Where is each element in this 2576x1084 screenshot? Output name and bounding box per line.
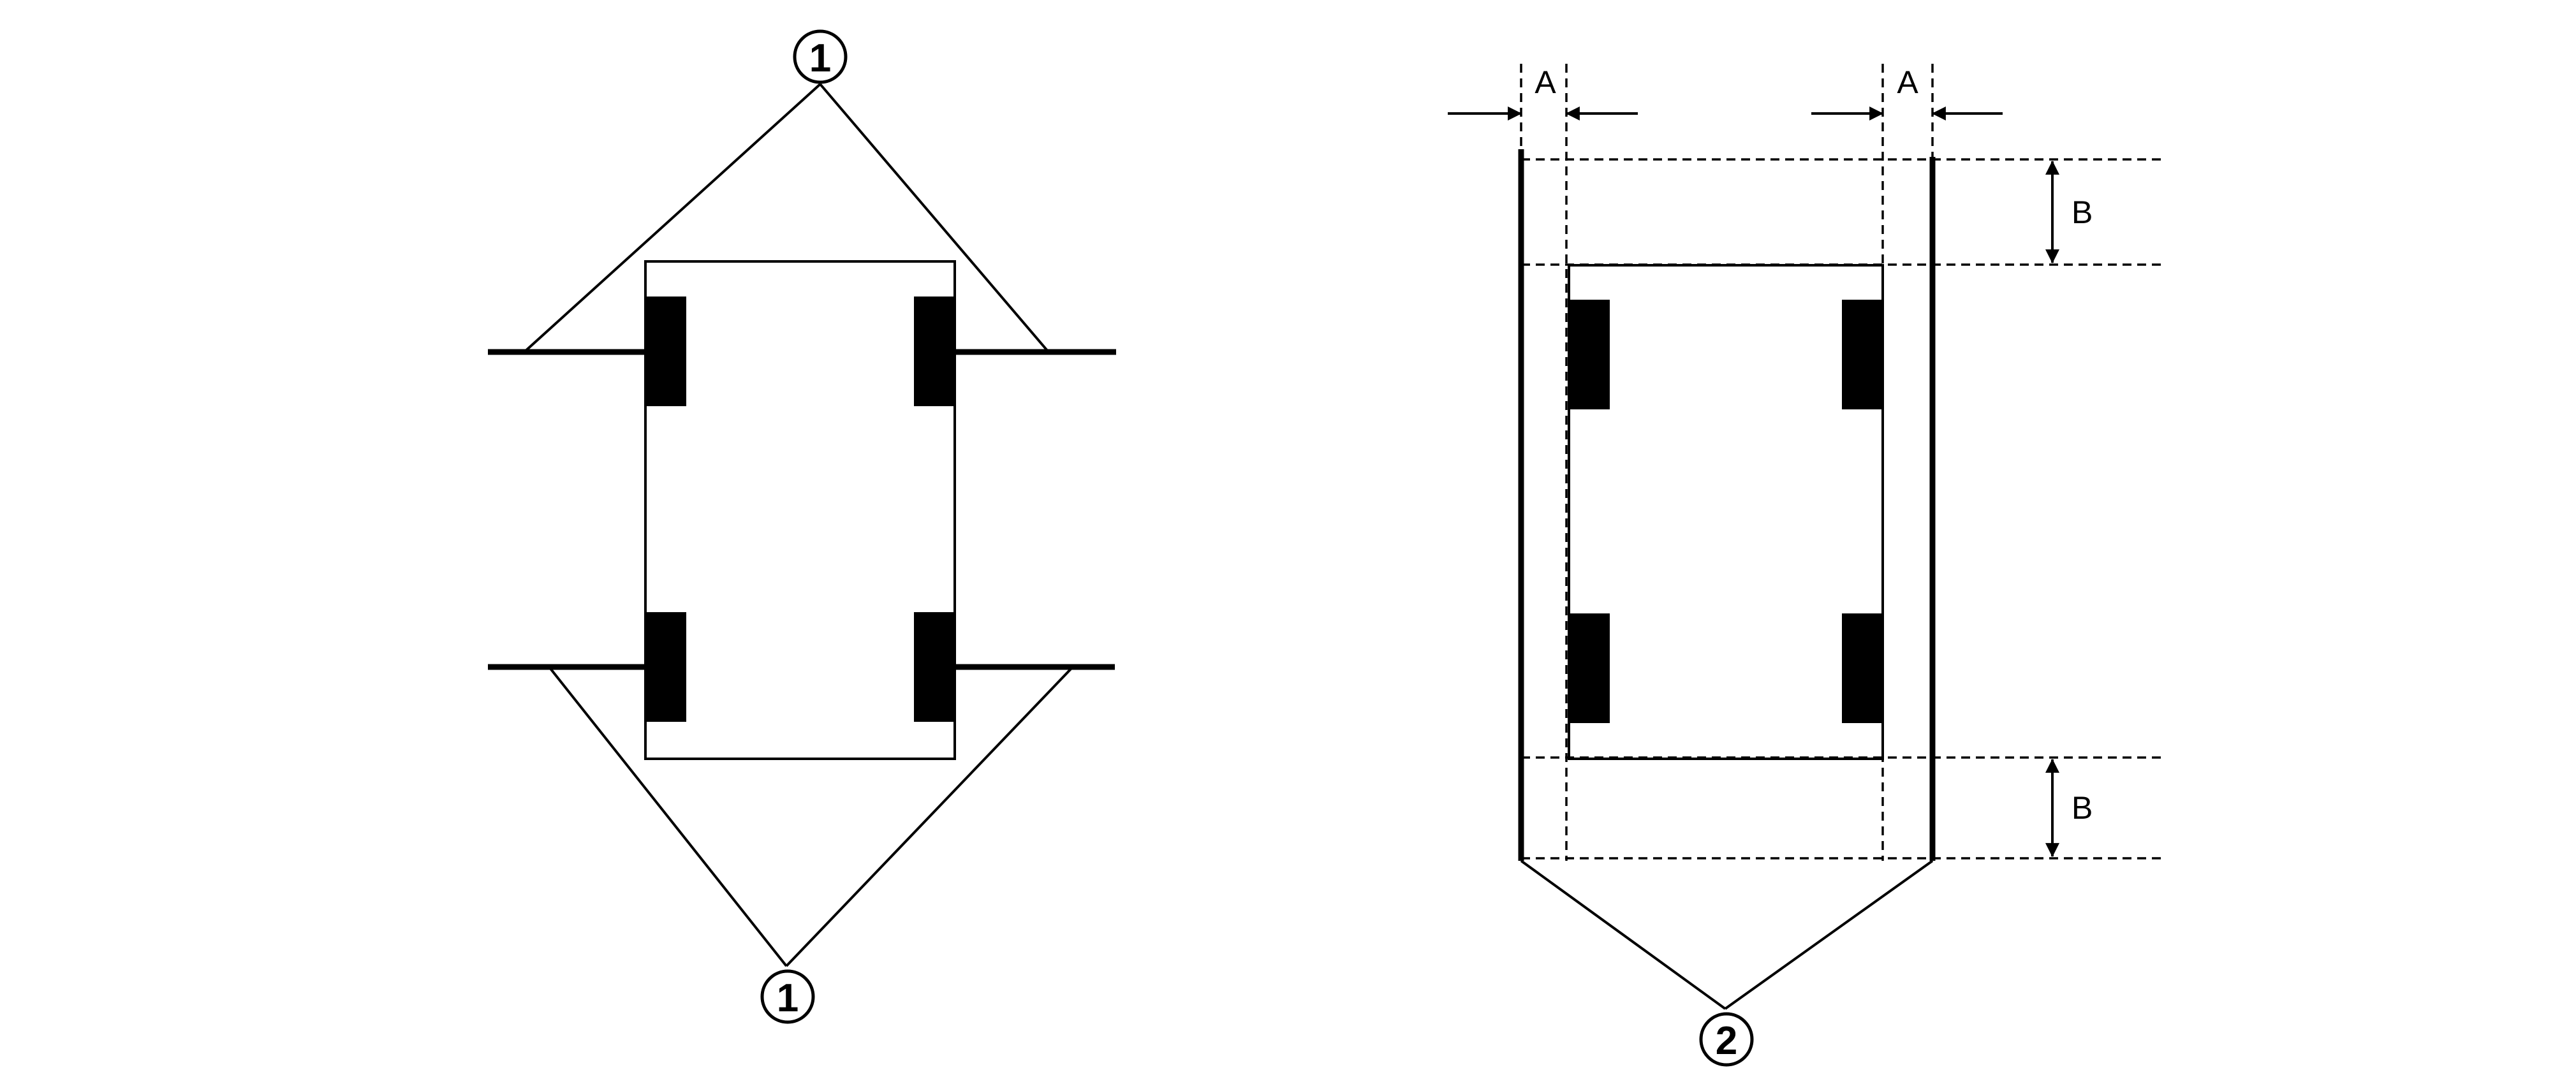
callout-number: 1	[777, 976, 799, 1020]
dimension-label-b-top: B	[2072, 194, 2093, 230]
leader-line	[548, 666, 788, 967]
left-vehicle-body	[644, 260, 956, 760]
dimension-label-b-bottom: B	[2072, 790, 2093, 826]
right-rear-right-wheel	[1842, 613, 1883, 723]
leader-line	[1520, 860, 1726, 1010]
right-vehicle-diagram: A A B B 2	[1448, 64, 2162, 1067]
left-vehicle-diagram: 1 1	[488, 29, 1116, 1024]
leader-line	[819, 83, 1050, 353]
right-front-left-wheel	[1569, 300, 1610, 409]
callout-2: 2	[1699, 1012, 1754, 1067]
right-rear-left-wheel	[1569, 613, 1610, 723]
callout-number: 1	[809, 36, 831, 80]
left-front-left-wheel	[645, 297, 686, 406]
callout-1-bottom: 1	[760, 969, 815, 1024]
left-rear-left-wheel	[645, 612, 686, 722]
leader-line	[1724, 860, 1934, 1010]
dimension-label-a-right: A	[1897, 64, 1918, 100]
left-front-right-wheel	[914, 297, 955, 406]
leader-line	[523, 83, 821, 353]
callout-number: 2	[1716, 1019, 1737, 1063]
right-vehicle-body	[1568, 264, 1884, 760]
callout-1-top: 1	[793, 29, 848, 84]
left-rear-right-wheel	[914, 612, 955, 722]
dimension-label-a-left: A	[1535, 64, 1556, 100]
leader-line	[785, 666, 1074, 967]
right-front-right-wheel	[1842, 300, 1883, 409]
